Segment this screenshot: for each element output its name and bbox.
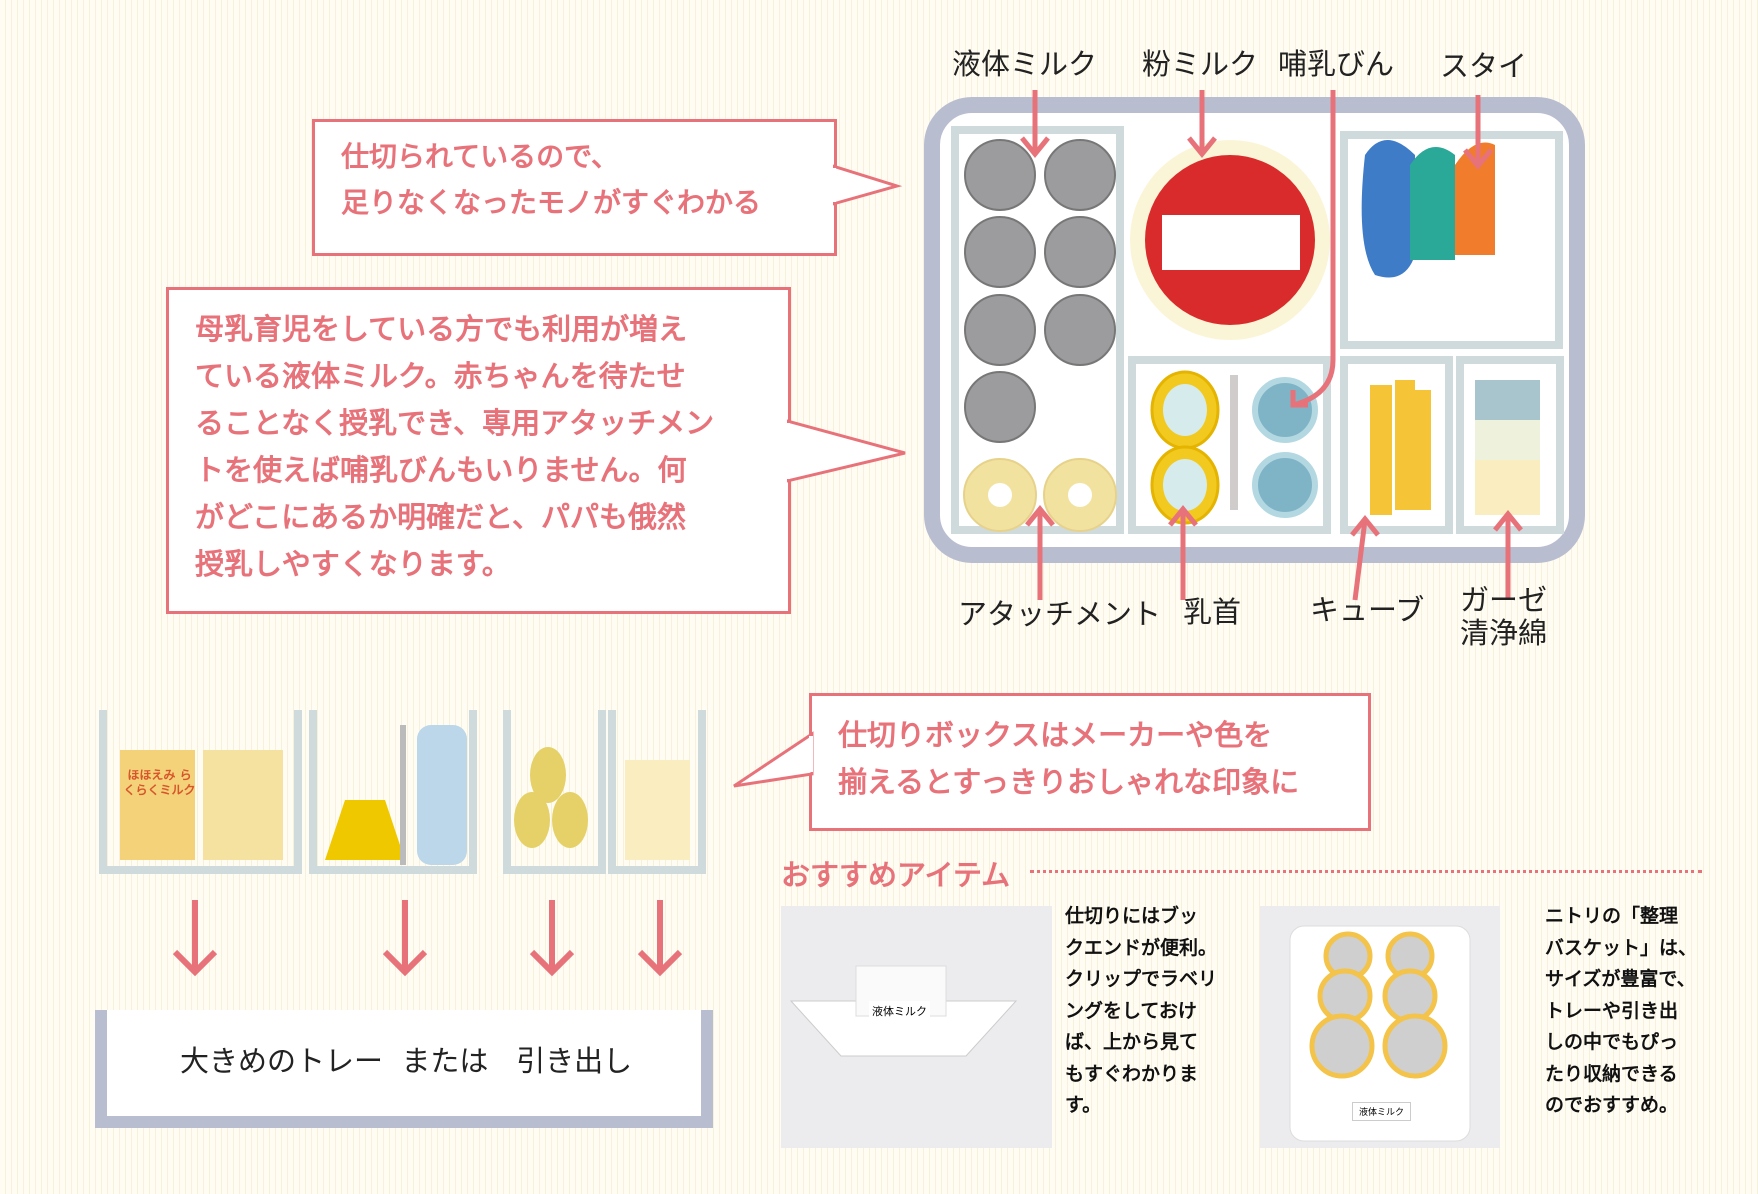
heading-divider: [1030, 870, 1702, 873]
bottom-tray-label: 大きめのトレー または 引き出し: [180, 1044, 633, 1078]
label-attachment: アタッチメント: [958, 597, 1162, 631]
can-label: ほほえみ らくらくミルク: [123, 768, 196, 797]
label-gauze: ガーゼ 清浄綿: [1460, 583, 1548, 651]
callout-partition: 仕切られているので、 足りなくなったモノがすぐわかる: [312, 119, 837, 256]
label-bottle: 哺乳びん: [1278, 47, 1395, 81]
photo-label: 液体ミルク: [869, 1001, 930, 1021]
recommend-heading: おすすめアイテム: [781, 858, 1011, 892]
tray-illustration: [924, 90, 1585, 601]
callout-tail: [733, 731, 814, 788]
bookend-photo: 液体ミルク: [781, 906, 1052, 1148]
compartment-illustration: [95, 710, 713, 1128]
callout-tail: [787, 419, 906, 483]
callout-box: 仕切りボックスはメーカーや色を 揃えるとすっきりおしゃれな印象に: [809, 693, 1371, 831]
label-bib: スタイ: [1440, 49, 1528, 83]
callout-box-text: 仕切りボックスはメーカーや色を 揃えるとすっきりおしゃれな印象に: [838, 718, 1300, 799]
label-liquid-milk: 液体ミルク: [952, 47, 1098, 81]
photo-label: 液体ミルク: [1352, 1102, 1412, 1121]
bookend-note: 仕切りにはブッ クエンドが便利。 クリップでラベリ ングをしておけ ば、上から見…: [1065, 905, 1218, 1116]
callout-liquid-milk-text: 母乳育児をしている方でも利用が増え ている液体ミルク。赤ちゃんを待たせ ることな…: [195, 312, 715, 581]
basket-photo: 液体ミルク: [1260, 906, 1500, 1148]
callout-tail: [833, 164, 903, 206]
label-cube: キューブ: [1310, 593, 1425, 627]
basket-note: ニトリの「整理 バスケット」は、 サイズが豊富で、 トレーや引き出 しの中でもぴ…: [1545, 905, 1698, 1116]
label-powder-milk: 粉ミルク: [1142, 47, 1259, 81]
label-nipple: 乳首: [1183, 595, 1242, 629]
callout-partition-text: 仕切られているので、 足りなくなったモノがすぐわかる: [341, 140, 762, 219]
callout-liquid-milk: 母乳育児をしている方でも利用が増え ている液体ミルク。赤ちゃんを待たせ ることな…: [166, 287, 791, 614]
